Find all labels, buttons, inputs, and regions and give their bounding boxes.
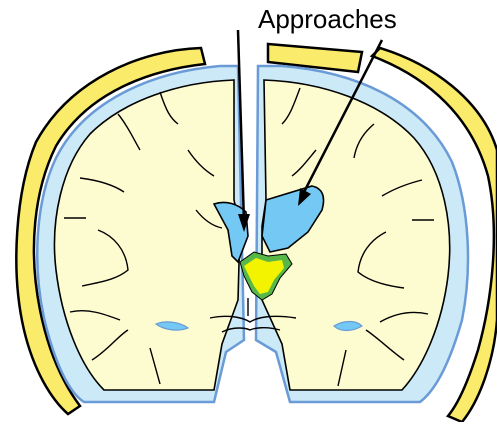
brain-hemispheres [54,80,449,390]
approaches-label: Approaches [258,4,397,35]
